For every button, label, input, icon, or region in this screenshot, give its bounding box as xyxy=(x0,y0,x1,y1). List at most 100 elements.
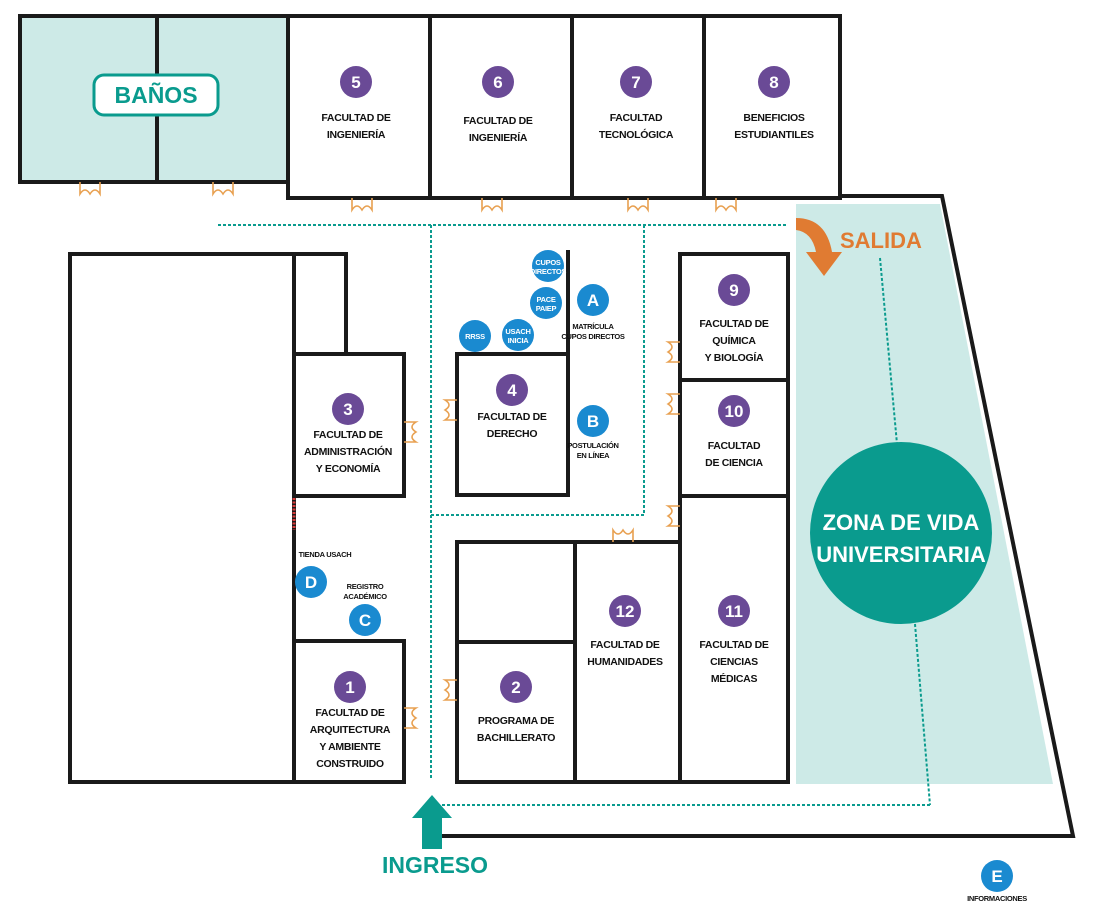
faculty-label-line: HUMANIDADES xyxy=(587,656,663,668)
zone-line-1: ZONA DE VIDA xyxy=(823,510,980,535)
faculty-number: 11 xyxy=(725,602,743,621)
faculty-label-line: FACULTAD DE xyxy=(699,639,769,651)
room-8 xyxy=(702,14,842,200)
faculty-number-badge xyxy=(718,274,750,306)
faculty-label-line: FACULTAD DE xyxy=(699,318,769,330)
faculty-label-line: QUÍMICA xyxy=(712,334,756,347)
faculty-label-line: MÉDICAS xyxy=(711,672,758,685)
faculty-number-badge xyxy=(496,374,528,406)
banos-badge: BAÑOS xyxy=(92,73,220,117)
info-bubble-label: USACH xyxy=(505,327,530,336)
info-bubble-label: RRSS xyxy=(465,332,485,341)
faculty-number-badge xyxy=(340,66,372,98)
faculty-number: 3 xyxy=(343,400,352,419)
faculty-label-line: ADMINISTRACIÓN xyxy=(304,445,392,458)
faculty-number-badge xyxy=(332,393,364,425)
ingreso-label: INGRESO xyxy=(382,852,488,878)
faculty-label-line: FACULTAD xyxy=(708,440,761,452)
service-label-line: TIENDA USACH xyxy=(299,550,352,559)
room-5 xyxy=(286,14,432,200)
info-bubble-label: INICIA xyxy=(508,336,530,345)
faculty-number-badge xyxy=(609,595,641,627)
service-letter: A xyxy=(587,291,599,310)
faculty-number-badge xyxy=(500,671,532,703)
service-letter-badge xyxy=(981,860,1013,892)
faculty-label-line: DERECHO xyxy=(487,428,538,440)
room-7 xyxy=(570,14,706,200)
faculty-label-line: FACULTAD DE xyxy=(590,639,660,651)
faculty-label-line: Y ECONOMÍA xyxy=(316,462,381,475)
service-letter-badge xyxy=(295,566,327,598)
exit-arrow-icon xyxy=(796,218,842,276)
service-letter-badge xyxy=(577,405,609,437)
faculty-number: 12 xyxy=(616,602,635,621)
faculty-label-line: FACULTAD DE xyxy=(463,115,533,127)
info-bubble-label: PAIEP xyxy=(536,304,557,313)
entry-arrow-icon xyxy=(412,795,452,849)
service-label-line: ACADÉMICO xyxy=(343,592,387,601)
faculty-number-badge xyxy=(718,595,750,627)
service-label-line: CUPOS DIRECTOS xyxy=(561,332,624,341)
faculty-label-line: INGENIERÍA xyxy=(469,131,528,144)
faculty-number: 2 xyxy=(511,678,520,697)
faculty-label-line: DE CIENCIA xyxy=(705,457,763,469)
info-bubble: RRSS xyxy=(459,320,491,352)
room-3 xyxy=(292,352,406,498)
faculty-label-line: BACHILLERATO xyxy=(477,732,555,744)
room-empty xyxy=(455,540,577,644)
service-label-line: REGISTRO xyxy=(347,582,384,591)
service-letter-badge xyxy=(577,284,609,316)
info-bubble-label: CUPOS xyxy=(535,258,560,267)
room-1 xyxy=(292,639,406,784)
service-label-line: POSTULACIÓN xyxy=(567,441,618,450)
banos-label: BAÑOS xyxy=(114,81,197,108)
faculty-label-line: INGENIERÍA xyxy=(327,128,386,141)
room-2 xyxy=(455,640,577,784)
service-letter: B xyxy=(587,412,599,431)
service-letter: C xyxy=(359,611,371,630)
faculty-number-badge xyxy=(758,66,790,98)
faculty-label-line: CONSTRUIDO xyxy=(316,758,384,770)
faculty-label-line: ESTUDIANTILES xyxy=(734,129,814,141)
outer-wall-right xyxy=(430,194,1076,838)
room-6 xyxy=(428,14,574,200)
faculty-label-line: BENEFICIOS xyxy=(743,112,804,124)
faculty-number-badge xyxy=(620,66,652,98)
faculty-label-line: PROGRAMA DE xyxy=(478,715,555,727)
faculty-label-line: Y AMBIENTE xyxy=(319,741,380,753)
faculty-label-line: CIENCIAS xyxy=(710,656,758,668)
faculty-number: 7 xyxy=(631,73,640,92)
faculty-number: 10 xyxy=(725,402,744,421)
faculty-number: 6 xyxy=(493,73,502,92)
faculty-label-line: TECNOLÓGICA xyxy=(599,128,674,141)
zona-vida-universitaria: ZONA DE VIDA UNIVERSITARIA xyxy=(810,442,992,624)
faculty-number-badge xyxy=(718,395,750,427)
faculty-label-line: FACULTAD DE xyxy=(315,707,385,719)
ingreso-marker: INGRESO xyxy=(382,795,488,878)
service-letter: E xyxy=(991,867,1002,886)
doors xyxy=(79,182,737,729)
faculty-number: 1 xyxy=(345,678,354,697)
faculty-label-line: Y BIOLOGÍA xyxy=(705,351,764,364)
room-left-large xyxy=(68,252,296,784)
